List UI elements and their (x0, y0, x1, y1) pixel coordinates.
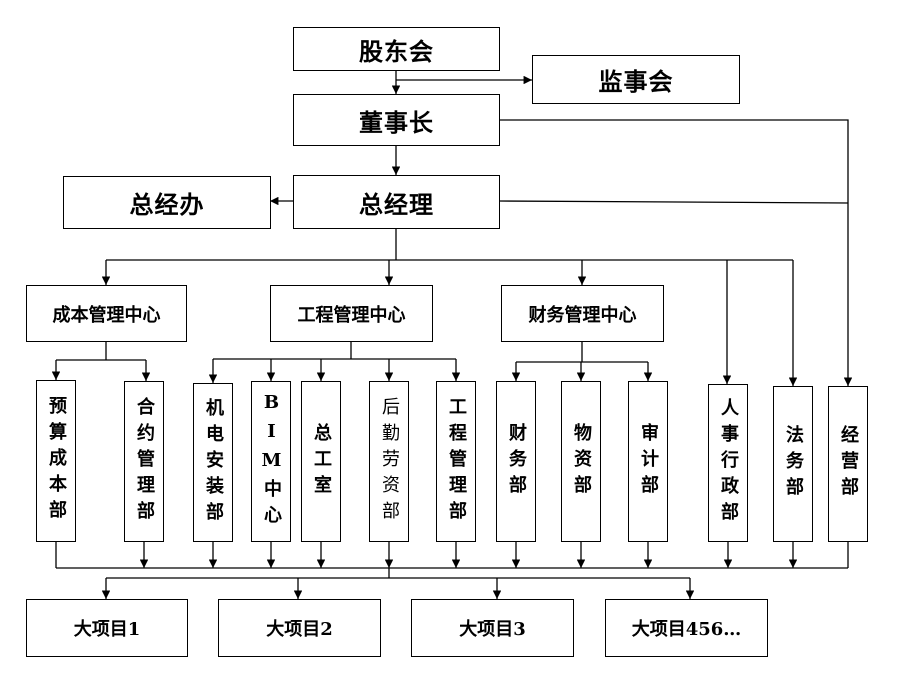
dept-box-legal: 法务部 (773, 386, 813, 542)
project-box-3: 大项目3 (411, 599, 574, 657)
chairman-label: 董事长 (359, 107, 434, 137)
dept-label: 法务部 (783, 425, 804, 503)
dept-label: 预算成本部 (46, 396, 67, 526)
dept-box-materials: 物资部 (561, 381, 601, 542)
dept-label: 经营部 (838, 425, 859, 503)
dept-label: 财务部 (506, 422, 527, 501)
project-box-1: 大项目1 (26, 599, 188, 657)
center-box-cost: 成本管理中心 (26, 285, 187, 342)
project-box-456: 大项目456… (605, 599, 768, 657)
dept-box-bim: BIM中心 (251, 381, 291, 542)
dept-box-hr-admin: 人事行政部 (708, 384, 748, 542)
center-label: 成本管理中心 (52, 304, 161, 326)
project-box-2: 大项目2 (218, 599, 381, 657)
general-manager-box: 总经理 (293, 175, 500, 229)
center-label: 工程管理中心 (297, 304, 406, 326)
supervisors-label: 监事会 (598, 67, 674, 96)
dept-label: 审计部 (638, 422, 659, 501)
dept-box-contract: 合约管理部 (124, 381, 164, 542)
center-label: 财务管理中心 (528, 304, 637, 326)
supervisors-box: 监事会 (532, 55, 740, 104)
center-box-engineering: 工程管理中心 (270, 285, 433, 342)
dept-box-finance: 财务部 (496, 381, 536, 542)
dept-box-mep: 机电安装部 (193, 383, 233, 542)
project-label: 大项目456… (631, 619, 742, 640)
dept-box-engineering-mgmt: 工程管理部 (436, 381, 476, 542)
dept-label: 工程管理部 (446, 396, 467, 527)
dept-box-budget-cost: 预算成本部 (36, 380, 76, 542)
gm-office-label: 总经办 (129, 190, 205, 219)
center-box-finance: 财务管理中心 (501, 285, 664, 342)
gm-office-box: 总经办 (63, 176, 271, 229)
dept-label: 后勤劳资部 (379, 396, 400, 527)
dept-label: 人事行政部 (718, 398, 739, 528)
dept-label: 总工室 (311, 422, 332, 501)
general-manager-label: 总经理 (359, 189, 434, 219)
shareholders-box: 股东会 (293, 27, 500, 71)
project-label: 大项目3 (459, 619, 526, 640)
dept-label: 合约管理部 (134, 396, 155, 527)
dept-box-audit: 审计部 (628, 381, 668, 542)
chairman-box: 董事长 (293, 94, 500, 146)
project-label: 大项目2 (266, 619, 333, 640)
dept-box-chief-engineer: 总工室 (301, 381, 341, 542)
dept-box-business: 经营部 (828, 386, 868, 542)
dept-box-logistics-labor: 后勤劳资部 (369, 381, 409, 542)
project-label: 大项目1 (73, 619, 141, 640)
dept-label: BIM中心 (261, 392, 282, 531)
dept-label: 物资部 (571, 422, 592, 501)
dept-label: 机电安装部 (203, 397, 224, 528)
shareholders-label: 股东会 (359, 36, 434, 66)
